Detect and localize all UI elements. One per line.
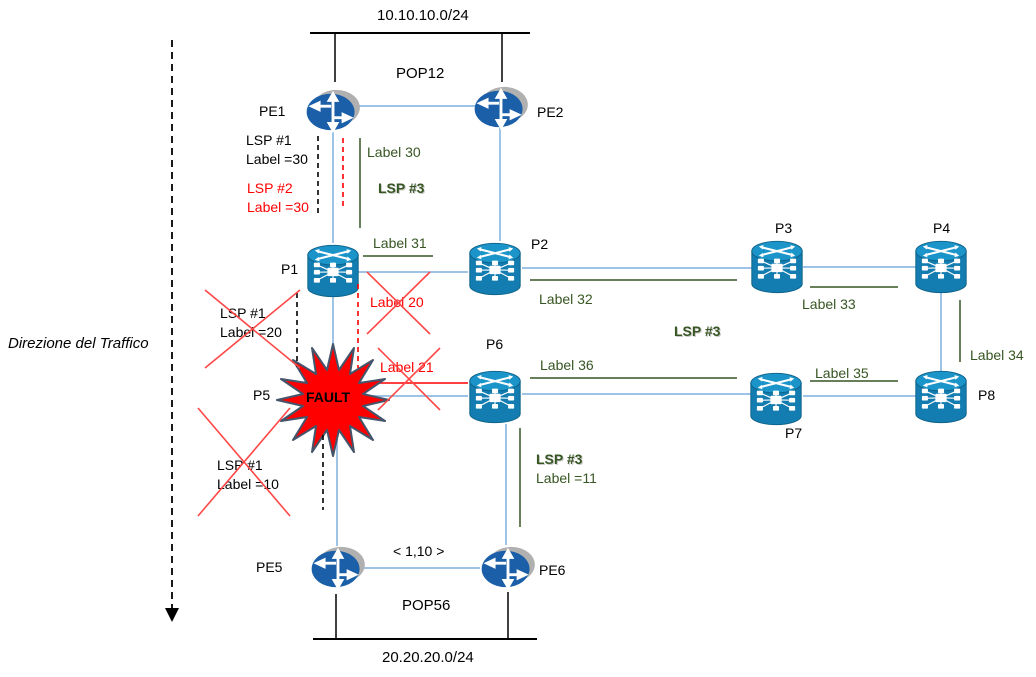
node-icon-pe2 [473,85,530,129]
node-label-p3: P3 [775,220,793,236]
node-icon-p2 [468,242,522,296]
node-label-p7: P7 [785,425,803,441]
hop-label-20: Label 20 [370,294,424,310]
node-label-p8: P8 [978,387,996,403]
fault-label: FAULT [306,389,351,405]
node-label-pe6: PE6 [539,562,566,578]
lsp-name: LSP #1 [217,457,263,473]
node-icon-p4 [914,240,968,294]
node-icon-p1 [306,244,360,298]
lsp3-note-core: LSP #3 [674,323,721,339]
lsp-label: Label =20 [220,324,282,340]
hop-label-31: Label 31 [373,235,427,251]
lsp-name: LSP #2 [247,180,293,196]
hop-label-36: Label 36 [540,357,594,373]
node-label-p5: P5 [253,387,271,403]
node-label-pe5: PE5 [256,559,283,575]
lsp3-note-pe1: LSP #3 [378,180,425,196]
lsp-name: LSP #1 [246,132,292,148]
node-icon-pe6 [480,545,537,589]
bus-top [310,32,530,82]
lsp2-dashed-marks [342,138,359,368]
traffic-direction-arrow [165,40,179,622]
node-label-p6: P6 [486,336,504,352]
lsp3-note-p6: LSP #3 Label =11 [536,450,597,488]
fault-star [276,343,390,457]
hop-label-32: Label 32 [539,291,593,307]
node-label-pe1: PE1 [259,103,286,119]
lsp-name: LSP #3 [536,451,583,467]
node-icon-pe5 [310,545,367,589]
node-icon-p7 [749,372,803,426]
hop-label-34: Label 34 [970,347,1024,363]
node-icon-p3 [750,240,804,294]
lsp-label: Label =30 [247,199,309,215]
hop-label-30: Label 30 [367,144,421,160]
lsp-label: Label =11 [536,470,597,486]
node-label-p4: P4 [933,220,951,236]
subnet-bottom-label: 20.20.20.0/24 [382,649,474,666]
subnet-top-label: 10.10.10.0/24 [377,7,469,24]
hop-label-33: Label 33 [802,296,856,312]
lsp-name: LSP #1 [220,305,266,321]
lsp2-note-pe1: LSP #2 Label =30 [247,179,309,217]
node-icon-p6 [468,370,522,424]
lsp-label: Label =30 [246,151,308,167]
pop12-label: POP12 [396,65,445,82]
node-icon-pe1 [305,88,362,132]
node-icon-p8 [914,370,968,424]
bus-bottom [313,592,537,640]
pop56-label: POP56 [402,597,451,614]
lsp1-note-p1: LSP #1 Label =20 [220,304,282,342]
lsp3-path-marks [359,138,961,527]
lsp1-note-pe1: LSP #1 Label =30 [246,131,308,169]
hop-label-35: Label 35 [815,365,869,381]
hop-label-21: Label 21 [380,359,434,375]
physical-links [332,105,942,569]
node-label-pe2: PE2 [537,104,564,120]
node-label-p1: P1 [281,261,299,277]
link-cost-label: < 1,10 > [393,543,445,559]
lsp1-note-p5: LSP #1 Label =10 [217,456,279,494]
lsp-label: Label =10 [217,476,279,492]
traffic-direction-label: Direzione del Traffico [8,335,149,352]
node-label-p2: P2 [531,236,549,252]
